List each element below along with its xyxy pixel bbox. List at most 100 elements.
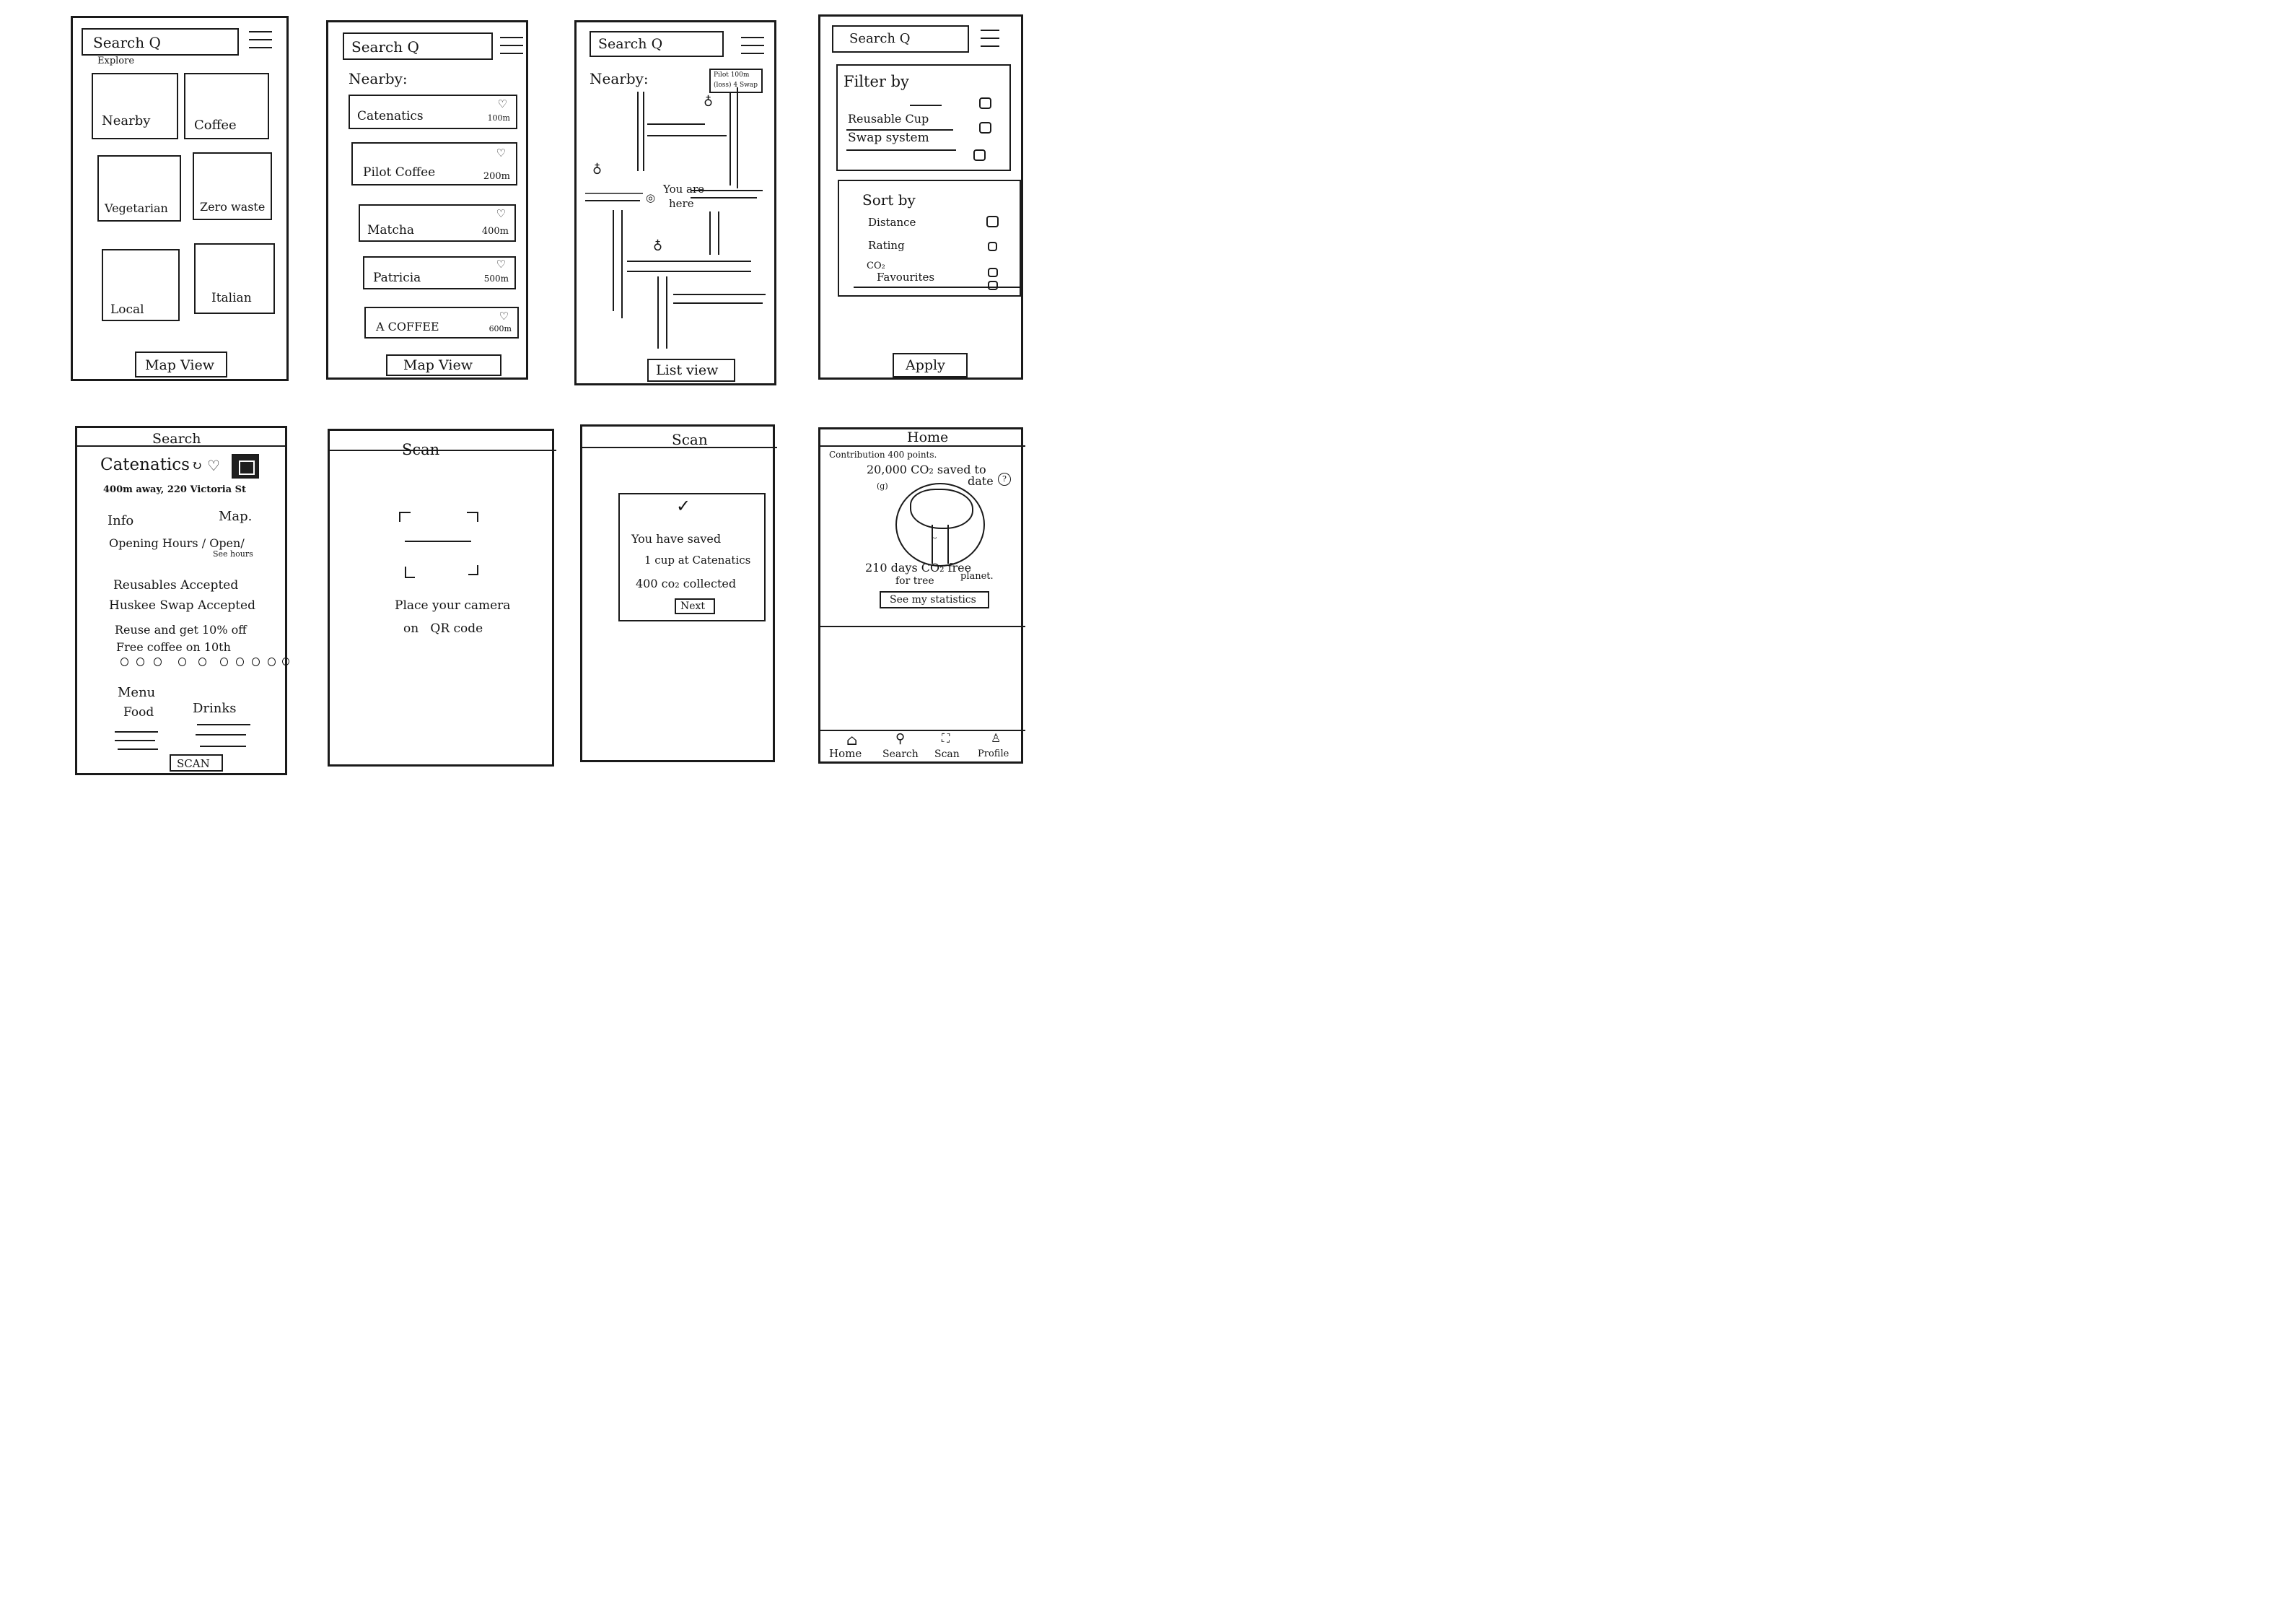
tile-nearby[interactable]: Nearby	[92, 73, 178, 139]
tile-zero-waste[interactable]: Zero waste	[193, 152, 272, 220]
header-divider	[330, 450, 556, 451]
menu-icon[interactable]	[741, 37, 764, 56]
success-dialog: ✓ You have saved 1 cup at Catenatics 400…	[618, 493, 766, 621]
see-hours-link[interactable]: See hours	[213, 549, 253, 559]
sort-checkbox[interactable]	[986, 216, 999, 227]
filter-checkbox[interactable]	[979, 122, 991, 134]
menu-line	[197, 724, 250, 725]
next-button[interactable]: Next	[675, 598, 715, 614]
stamp-dot	[268, 658, 276, 666]
qr-viewfinder[interactable]	[399, 512, 478, 578]
menu-icon[interactable]	[981, 30, 999, 48]
list-item-name: Catenatics	[357, 109, 424, 123]
list-item-distance: 400m	[481, 226, 509, 237]
sort-checkbox[interactable]	[988, 242, 997, 251]
tile-label: Zero waste	[200, 200, 266, 214]
street	[585, 193, 643, 194]
heart-icon[interactable]: ♡	[499, 310, 509, 323]
list-view-button[interactable]: List view	[647, 359, 735, 382]
sort-option: Distance	[868, 216, 916, 229]
tile-vegetarian[interactable]: Vegetarian	[97, 155, 181, 222]
help-icon[interactable]: ?	[998, 473, 1011, 486]
map-view-button[interactable]: Map View	[386, 354, 501, 376]
nav-profile[interactable]: ♙ Profile	[975, 731, 1022, 763]
button-label: Map View	[145, 357, 214, 373]
tile-label: Italian	[211, 291, 252, 305]
nearby-list-screen: Search Q Nearby: Catenatics 100m ♡ Pilot…	[326, 20, 528, 380]
loyalty-stamps	[121, 658, 289, 669]
sort-option: Favourites	[877, 271, 935, 284]
co2-saved: 20,000 CO₂ saved to	[867, 463, 986, 476]
stamp-dot	[154, 658, 162, 666]
drinks-tab[interactable]: Drinks	[193, 701, 237, 716]
search-bar[interactable]: Search Q	[590, 31, 724, 57]
apply-button[interactable]: Apply	[893, 353, 968, 377]
menu-line	[196, 734, 246, 735]
filter-checkbox[interactable]	[979, 97, 991, 109]
info-tab[interactable]: Info	[108, 513, 134, 528]
cafe-detail-screen: Search Catenatics ↻ ♡ 400m away, 220 Vic…	[75, 426, 289, 775]
divider	[846, 129, 953, 131]
tile-coffee[interactable]: Coffee	[184, 73, 269, 139]
heart-icon[interactable]: ♡	[496, 207, 506, 220]
search-input[interactable]: Search Q	[351, 38, 419, 56]
menu-line	[200, 746, 246, 747]
menu-icon[interactable]	[249, 31, 272, 50]
map-area[interactable]: ♁ ♁ ♁ ◎ You are here	[577, 87, 779, 362]
map-view-button[interactable]: Map View	[135, 352, 227, 377]
street	[691, 190, 763, 191]
search-input[interactable]: Search Q	[598, 36, 663, 52]
list-item-distance: 600m	[488, 324, 512, 333]
scan-success-screen: Scan ✓ You have saved 1 cup at Catenatic…	[580, 424, 777, 762]
menu-line	[115, 740, 155, 741]
sort-checkbox[interactable]	[988, 268, 998, 277]
screen-header: Search	[152, 431, 201, 447]
stamp-dot	[121, 658, 128, 666]
nav-scan[interactable]: ⛶ Scan	[934, 731, 970, 763]
map-tab[interactable]: Map.	[219, 509, 253, 524]
heart-icon[interactable]: ♡	[496, 258, 506, 271]
street	[647, 135, 727, 136]
map-pin-icon[interactable]: ♁	[704, 93, 714, 108]
list-item[interactable]: Pilot Coffee 200m ♡	[351, 142, 517, 185]
scan-button[interactable]: SCAN	[170, 754, 223, 772]
button-label: Next	[680, 601, 706, 612]
filter-checkbox[interactable]	[973, 149, 986, 161]
list-item-name: Matcha	[367, 223, 414, 237]
tile-local[interactable]: Local	[102, 249, 180, 321]
street	[729, 92, 731, 185]
map-pin-icon[interactable]: ♁	[653, 237, 663, 253]
food-tab[interactable]: Food	[123, 705, 154, 720]
header-divider	[77, 445, 285, 447]
opening-hours: Opening Hours / Open/	[109, 536, 245, 550]
list-item[interactable]: Catenatics 100m ♡	[349, 95, 517, 129]
search-bar[interactable]: Search Q	[343, 32, 493, 60]
heart-icon[interactable]: ♡	[207, 457, 220, 474]
see-statistics-button[interactable]: See my statistics	[880, 591, 989, 608]
heart-icon[interactable]: ♡	[496, 147, 506, 160]
list-item[interactable]: Patricia 500m ♡	[363, 256, 516, 289]
street	[666, 276, 667, 349]
heart-icon[interactable]: ♡	[497, 97, 507, 110]
nav-home[interactable]: ⌂ Home	[829, 731, 872, 763]
nav-search[interactable]: ⚲ Search	[878, 731, 921, 763]
nav-label: Profile	[978, 748, 1009, 759]
tile-italian[interactable]: Italian	[194, 243, 275, 314]
list-item[interactable]: Matcha 400m ♡	[359, 204, 516, 242]
menu-icon[interactable]	[500, 37, 523, 56]
qr-scan-icon[interactable]	[232, 454, 259, 479]
button-label: SCAN	[177, 757, 210, 770]
search-bar[interactable]: Search Q	[82, 28, 239, 56]
map-callout[interactable]: Pilot 100m (loss) 4 Swap	[709, 69, 763, 93]
free-coffee-offer: Free coffee on 10th	[116, 640, 231, 654]
street	[627, 271, 751, 272]
list-item-name: A COFFEE	[376, 320, 439, 333]
search-input[interactable]: Search Q	[93, 34, 161, 51]
success-text: You have saved	[631, 532, 722, 546]
search-bar[interactable]: Search Q	[832, 25, 969, 53]
sort-checkbox[interactable]	[988, 281, 998, 290]
search-input[interactable]: Search Q	[849, 31, 911, 46]
list-item[interactable]: A COFFEE 600m ♡	[364, 307, 519, 339]
refresh-icon[interactable]: ↻	[191, 458, 203, 473]
map-pin-icon[interactable]: ♁	[592, 161, 603, 176]
